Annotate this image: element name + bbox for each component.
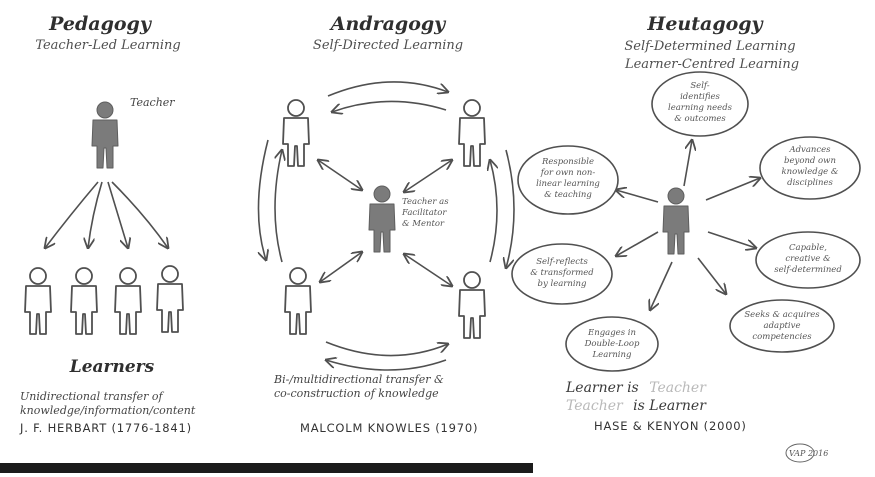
facilitator-label-line1: Teacher as <box>402 197 449 207</box>
bubble-text-line: beyond own <box>784 156 836 166</box>
bubble-text-line: self-determined <box>774 265 842 275</box>
bubble-self-reflects: Self-reflects & transformed by learning <box>511 243 613 305</box>
heutagogy-subtitle-line1: Self-Determined Learning <box>624 39 795 54</box>
pedagogy-author: J. F. HERBART (1776-1841) <box>19 421 192 435</box>
role-text-teacher: Teacher <box>566 398 624 414</box>
bubble-text-line: creative & <box>785 254 831 264</box>
signature-stamp: VAP 2016 <box>785 443 828 463</box>
role-text-teacher: Teacher <box>649 380 707 396</box>
learners-label: Learners <box>69 357 155 377</box>
bubble-text-line: & outcomes <box>674 114 726 124</box>
bubble-text-line: Capable, <box>789 243 827 253</box>
teacher-to-learner-arrows <box>45 181 168 248</box>
facilitator-figure-icon <box>368 185 396 253</box>
learner-figure-icon <box>114 267 142 335</box>
andragogy-author: MALCOLM KNOWLES (1970) <box>300 421 478 435</box>
bubble-text-line: Self-reflects <box>536 257 588 267</box>
bubble-text-line: linear learning <box>536 179 600 189</box>
bubble-text-line: Double-Loop <box>584 339 640 349</box>
andragogy-caption-line1: Bi-/multidirectional transfer & <box>273 373 444 386</box>
bubble-text-line: Self- <box>690 81 709 91</box>
svg-text:Teacher is Learner: Teacher is Learner <box>566 398 707 414</box>
bubble-text-line: Advances <box>788 145 831 155</box>
bubble-capable: Capable, creative & self-determined <box>755 231 861 289</box>
role-text-is-learner: is Learner <box>633 398 707 414</box>
center-arrows <box>318 160 452 286</box>
bubble-text-line: learning needs <box>668 103 733 113</box>
facilitator-label-line2: Facilitator <box>401 208 447 218</box>
learner-figure-icon <box>70 267 98 335</box>
learner-figure-icon <box>284 267 312 335</box>
bubble-responsible: Responsible for own non- linear learning… <box>517 145 619 215</box>
learner-figure-icon <box>458 271 486 339</box>
bubble-text-line: by learning <box>538 279 587 289</box>
bubble-seeks-acquires: Seeks & acquires adaptive competencies <box>729 299 835 353</box>
footer-caption-bar <box>0 463 533 473</box>
learner-figure-icon <box>458 99 486 167</box>
andragogy-title: Andragogy <box>329 13 447 35</box>
learner-to-bubble-arrows <box>616 140 760 310</box>
facilitator-label-line3: & Mentor <box>402 219 445 229</box>
pedagogy-title: Pedagogy <box>48 13 153 35</box>
heutagogy-author: HASE & KENYON (2000) <box>594 419 747 433</box>
bubble-self-identifies: Self- identifies learning needs & outcom… <box>651 71 749 137</box>
bubble-text-line: competencies <box>752 332 812 342</box>
bubble-text-line: Engages in <box>587 328 636 338</box>
svg-text:Learner is Teacher: Learner is Teacher <box>565 380 707 396</box>
heutagogy-section: Heutagogy Self-Determined Learning Learn… <box>511 13 861 463</box>
signature-text: VAP 2016 <box>789 449 828 458</box>
bubble-double-loop: Engages in Double-Loop Learning <box>565 316 659 372</box>
bubble-text-line: adaptive <box>764 321 801 331</box>
bubble-text-line: disciplines <box>787 178 833 188</box>
teacher-label: Teacher <box>130 96 175 109</box>
heutagogy-title: Heutagogy <box>646 13 764 35</box>
pedagogy-subtitle: Teacher-Led Learning <box>35 38 180 53</box>
bubble-text-line: knowledge & <box>782 167 839 177</box>
pedagogy-section: Pedagogy Teacher-Led Learning Teacher Le… <box>19 13 196 435</box>
learner-teacher-roles: Learner is Teacher Teacher is Learner <box>565 380 707 414</box>
bubble-text-line: & teaching <box>544 190 592 200</box>
bubble-text-line: identifies <box>680 92 720 102</box>
andragogy-caption-line2: co-construction of knowledge <box>274 387 439 400</box>
pedagogy-caption-line1: Unidirectional transfer of <box>20 390 165 403</box>
bubble-advances: Advances beyond own knowledge & discipli… <box>759 136 861 200</box>
bubble-text-line: for own non- <box>540 168 596 178</box>
learner-figure-icon <box>282 99 310 167</box>
andragogy-section: Andragogy Self-Directed Learning Teacher… <box>258 13 515 435</box>
learner-figure-icon <box>156 265 184 333</box>
teacher-figure-icon <box>91 101 119 169</box>
circle-arrows <box>258 81 515 371</box>
heutagogy-subtitle-line2: Learner-Centred Learning <box>624 57 799 72</box>
learner-figure-icon <box>24 267 52 335</box>
bubble-text-line: Seeks & acquires <box>744 310 820 320</box>
self-determined-learner-icon <box>662 187 690 255</box>
bubble-text-line: Responsible <box>541 157 594 167</box>
andragogy-subtitle: Self-Directed Learning <box>313 38 463 53</box>
bubble-text-line: & transformed <box>530 268 594 278</box>
bubble-text-line: Learning <box>592 350 632 360</box>
pedagogy-caption-line2: knowledge/information/content <box>20 404 196 417</box>
role-text-learner-is: Learner is <box>565 380 639 396</box>
